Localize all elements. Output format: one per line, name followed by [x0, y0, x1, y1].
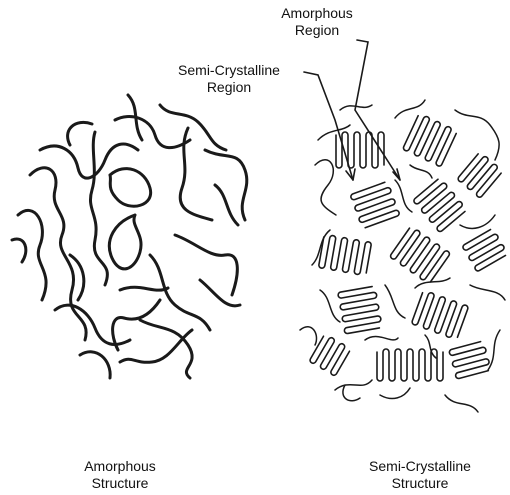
crystalline-lamella-4	[350, 181, 400, 229]
tie-chain-19	[343, 385, 360, 401]
amorphous-structure-caption: Amorphous Structure	[55, 458, 185, 492]
leader-lines	[304, 40, 400, 180]
tie-chain-15	[365, 336, 398, 340]
amorphous-chain-24	[140, 320, 192, 378]
semi-crystalline-region-label-line2: Region	[154, 79, 304, 96]
amorphous-chain-5	[68, 122, 92, 145]
amorphous-chain-22	[120, 287, 168, 290]
amorphous-chain-10	[180, 128, 212, 220]
tie-chain-6	[395, 180, 412, 212]
crystalline-lamella-7-fold-path	[389, 226, 450, 285]
amorphous-region-label: Amorphous Region	[262, 5, 372, 39]
tie-chain-7	[460, 215, 495, 228]
amorphous-structure-drawing	[12, 95, 247, 378]
crystalline-lamella-6	[318, 234, 371, 276]
amorphous-chain-6	[90, 132, 107, 285]
crystalline-lamella-8	[462, 228, 508, 272]
amorphous-chain-19	[80, 352, 110, 378]
amorphous-region-label-line1: Amorphous	[262, 5, 372, 22]
crystalline-lamella-8-fold-path	[462, 228, 508, 272]
amorphous-chain-2	[12, 239, 26, 262]
tie-chain-14	[488, 330, 500, 370]
crystalline-lamella-10	[411, 290, 468, 340]
crystalline-lamella-7	[389, 226, 450, 285]
amorphous-chain-1	[18, 210, 46, 300]
amorphous-chain-12	[110, 169, 151, 207]
amorphous-chain-18	[120, 330, 192, 362]
tie-chain-18	[410, 165, 432, 178]
crystalline-lamella-12	[449, 341, 492, 379]
semi-crystalline-structure-caption-line1: Semi-Crystalline	[345, 458, 495, 475]
tie-chain-10	[470, 285, 505, 300]
crystalline-lamella-6-fold-path	[318, 234, 371, 276]
tie-chain-4	[455, 110, 499, 160]
crystalline-lamella-13	[309, 334, 351, 377]
crystalline-lamella-12-fold-path	[449, 341, 492, 379]
crystalline-lamella-5	[413, 177, 468, 232]
semi-crystalline-structure-caption: Semi-Crystalline Structure	[345, 458, 495, 492]
crystalline-lamella-13-fold-path	[309, 334, 351, 377]
crystalline-lamella-5-fold-path	[413, 177, 468, 232]
amorphous-region-label-line2: Region	[262, 22, 372, 39]
crystalline-lamella-9-fold-path	[338, 286, 383, 334]
amorphous-structure-caption-line2: Structure	[55, 475, 185, 492]
tie-chain-11	[335, 380, 372, 390]
tie-chain-8	[320, 290, 340, 322]
semi-crystalline-region-label-line1: Semi-Crystalline	[154, 62, 304, 79]
crystalline-lamella-2-fold-path	[403, 113, 458, 167]
crystalline-lamella-4-fold-path	[350, 181, 400, 229]
crystalline-lamella-9	[338, 286, 383, 334]
amorphous-chain-23	[215, 185, 238, 225]
semi-crystalline-structure-caption-line2: Structure	[345, 475, 495, 492]
tie-chain-12	[445, 395, 478, 412]
amorphous-chain-14	[55, 305, 130, 344]
tie-chain-3	[395, 100, 425, 118]
semi-crystalline-structure-drawing	[300, 100, 508, 412]
amorphous-chain-15	[150, 255, 210, 330]
leader-semi-crystalline-region	[304, 72, 353, 180]
semi-crystalline-region-label: Semi-Crystalline Region	[154, 62, 304, 96]
amorphous-structure-caption-line1: Amorphous	[55, 458, 185, 475]
tie-chain-13	[300, 327, 317, 345]
tie-chain-21	[380, 388, 410, 399]
amorphous-chain-11	[205, 150, 247, 220]
amorphous-chain-9	[160, 105, 226, 150]
tie-chain-9	[385, 285, 405, 318]
tie-chain-1	[315, 160, 336, 215]
amorphous-chain-13	[109, 215, 141, 269]
crystalline-lamella-2	[403, 113, 458, 167]
crystalline-lamella-10-fold-path	[411, 290, 468, 340]
